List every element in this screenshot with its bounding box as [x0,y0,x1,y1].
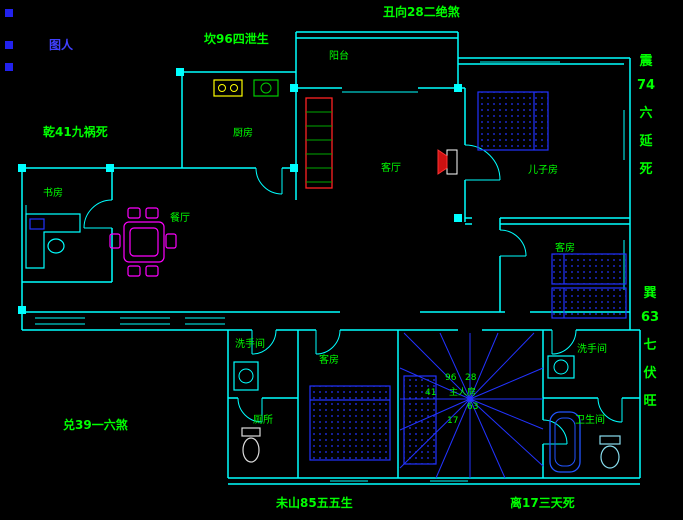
dining-chair [165,233,177,249]
dining-chair [109,233,121,249]
pillow-lines [310,92,565,401]
tv-speaker [437,149,458,175]
room-label-dining: 餐厅 [170,213,190,224]
dining-set [109,207,177,277]
columns [18,68,462,314]
dining-chair [127,207,141,219]
room-label-guest-room: 客房 [555,243,575,254]
annotation-dui: 兑39一六煞 [63,418,128,432]
kitchen-appliances [213,79,279,97]
column [454,214,462,222]
room-label-living: 客厅 [381,163,401,174]
column [290,84,298,92]
column [106,164,114,172]
toilet-tank-bathroom [599,435,621,445]
column [454,84,462,92]
sofa [305,97,333,189]
bathroom-fixtures [233,355,621,473]
column [18,164,26,172]
annotation-chou-xiang: 丑向28二绝煞 [383,5,460,19]
annotation-zhen-char: 延 [639,134,653,149]
dining-table [123,221,165,263]
study-chair [47,238,65,254]
annotation-xun-char: 七 [643,338,657,353]
annotation-xun-column: 巽 63 七 伏 旺 [641,282,659,409]
column [290,164,298,172]
bed-son-room [477,91,549,151]
annotation-wei: 未山85五五生 [276,496,353,510]
compass-number-63: 63 [467,402,479,412]
bed-bedroom2 [309,385,391,461]
annotation-qian: 乾41九祸死 [43,125,108,139]
compass-number-28: 28 [465,373,477,383]
sofa-outline [305,97,333,189]
column [18,306,26,314]
walls [21,31,641,485]
sink-basin [260,82,272,94]
room-label-kitchen: 厨房 [233,128,253,139]
washbasin-right [547,355,575,379]
annotation-kan: 坎96四泄生 [204,32,269,46]
computer-monitor [29,218,45,230]
toilet-bowl-bathroom [600,445,620,469]
compass-number-96: 96 [445,373,457,383]
stove-burner [230,84,238,92]
bed-guest-1 [551,253,627,285]
annotation-xun-char: 63 [641,310,660,325]
dining-table-inner [129,227,159,257]
room-label-study: 书房 [43,188,63,199]
washbasin-left [233,361,259,391]
room-label-bedroom2: 客房 [319,355,339,366]
toilet-bowl-wc [242,437,260,463]
room-label-balcony: 阳台 [329,51,349,62]
layer-marker-square [5,63,13,71]
speaker-cone [437,149,448,175]
dining-chair [145,207,159,219]
room-label-washroom-left: 洗手间 [235,339,265,350]
annotation-li: 离17三天死 [510,496,575,510]
study-furniture [25,213,81,269]
wall-lines [21,31,641,485]
beds [309,91,627,465]
speaker-box [446,149,458,175]
wardrobe-master [403,375,437,465]
annotation-zhen-char: 震 [639,54,653,69]
room-label-toilet: 厕所 [253,415,273,426]
bed-guest-2 [551,287,627,319]
annotation-zhen-char: 死 [639,162,653,177]
annotation-xun-char: 旺 [643,394,657,409]
layer-marker-square [5,9,13,17]
study-desk [25,213,81,269]
annotation-xun-char: 伏 [643,366,657,381]
room-label-master: 主人房 [449,388,477,398]
annotation-tu-ren: 图人 [49,38,74,52]
annotation-zhen-column: 震 74 六 延 死 [637,50,655,177]
washbasin-left-bowl [238,368,254,384]
bathtub-inner [554,417,576,467]
toilet-tank-wc [241,427,261,437]
layer-marker-square [5,41,13,49]
room-label-washroom-right: 洗手间 [577,344,607,355]
stove-burner [218,84,226,92]
gas-stove [213,79,243,97]
room-label-bathroom: 卫生间 [575,415,605,426]
sofa-hatch [306,111,332,183]
washbasin-right-bowl [553,359,569,375]
room-label-son-room: 儿子房 [528,165,558,176]
annotation-zhen-char: 74 [637,78,656,93]
compass-number-17: 17 [447,416,459,426]
compass-number-41: 41 [425,388,437,398]
annotation-xun-char: 巽 [643,286,657,301]
dining-chair [145,265,159,277]
bathtub [549,411,581,473]
annotation-zhen-char: 六 [639,106,653,121]
dining-chair [127,265,141,277]
kitchen-sink [253,79,279,97]
column [176,68,184,76]
